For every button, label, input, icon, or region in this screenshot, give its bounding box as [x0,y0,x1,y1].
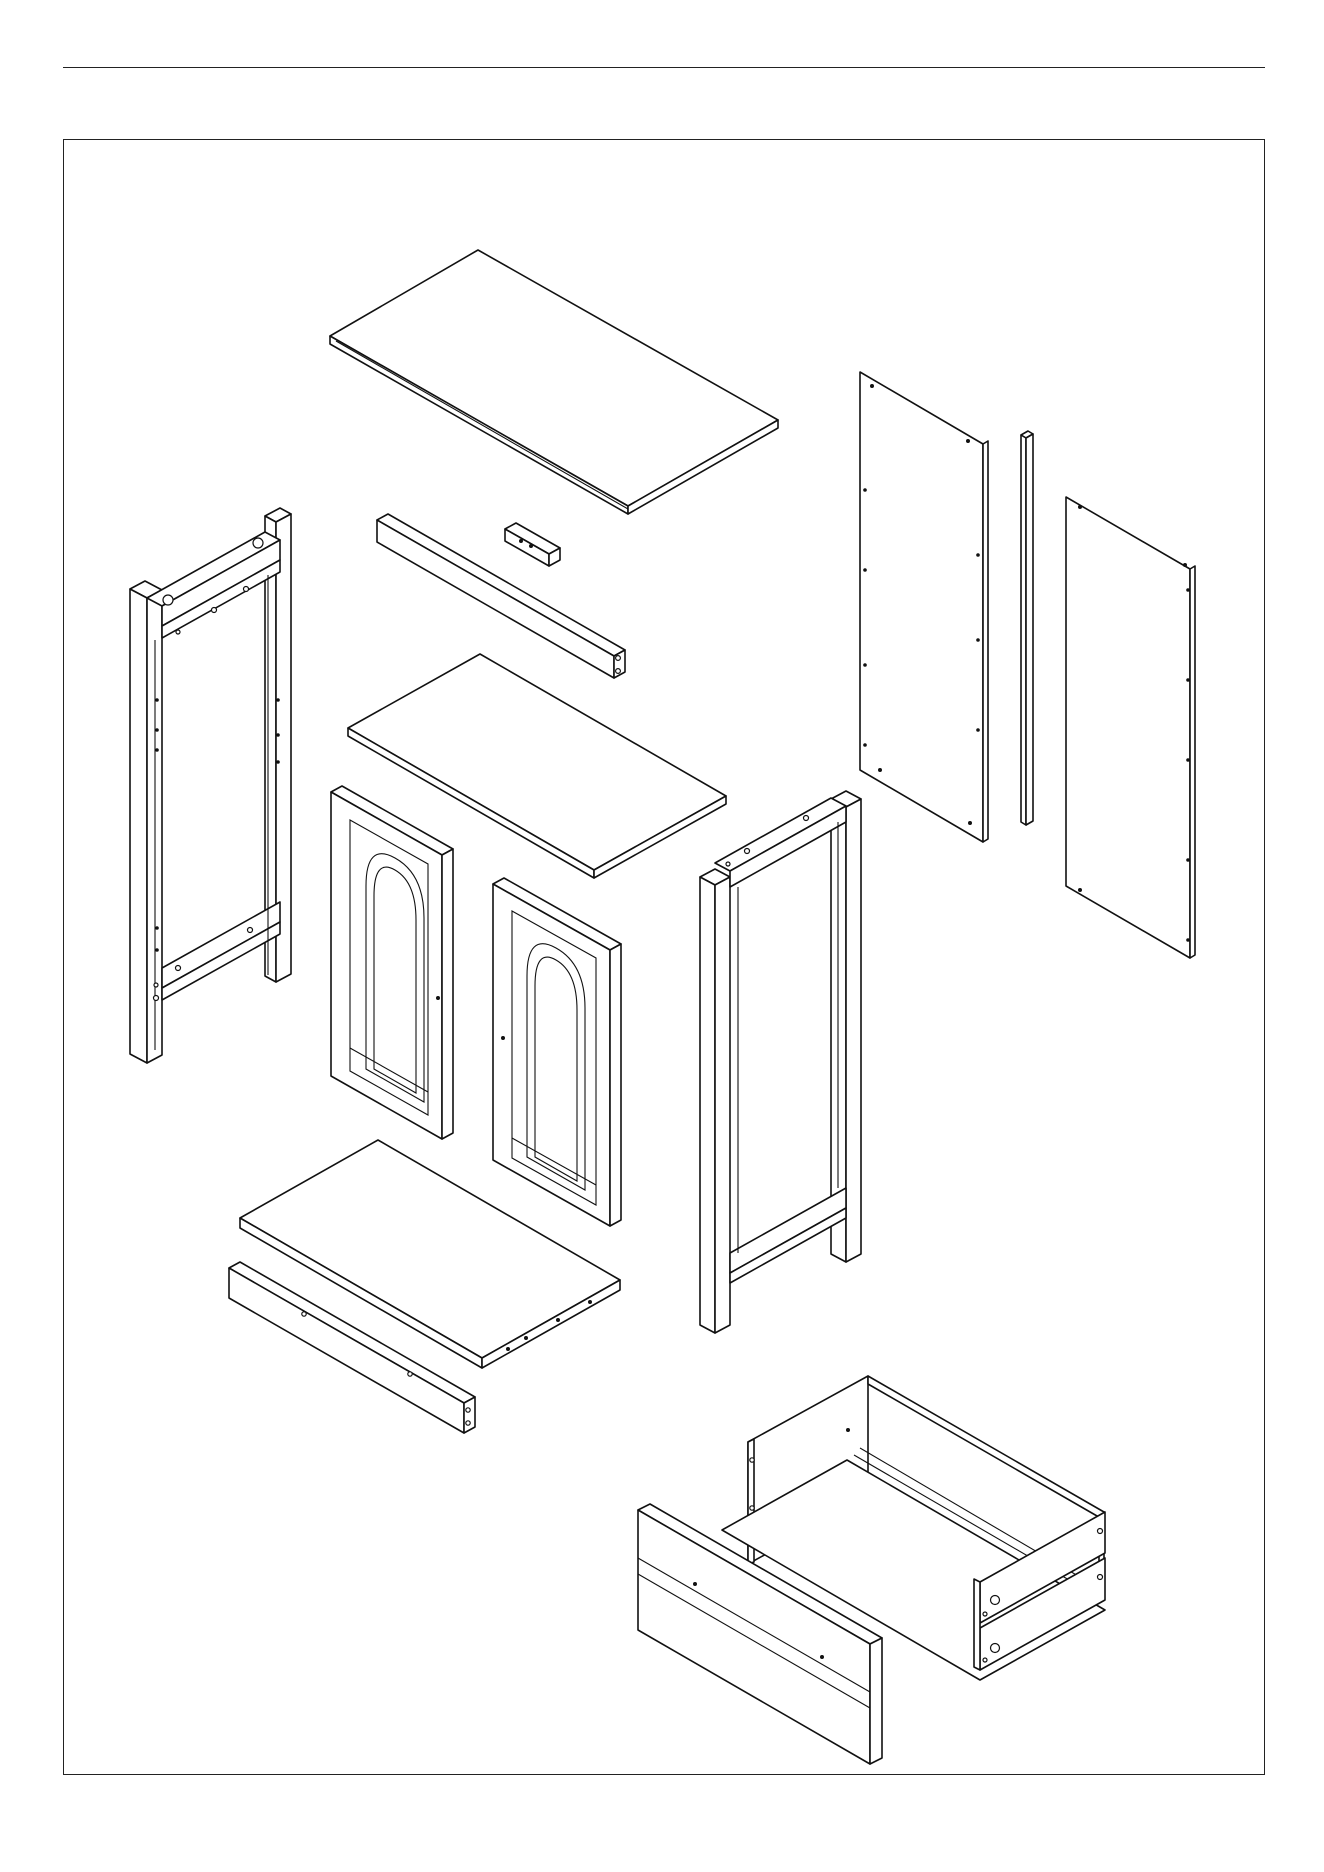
left-side-frame [130,508,291,1063]
center-strip [1021,431,1033,825]
back-rail [377,514,625,678]
left-door [331,786,453,1139]
back-panel-small [1066,497,1195,958]
right-door [493,878,621,1226]
right-side-frame [700,791,861,1333]
top-panel [330,250,778,514]
back-panel-large [860,372,988,842]
center-block [505,523,560,566]
